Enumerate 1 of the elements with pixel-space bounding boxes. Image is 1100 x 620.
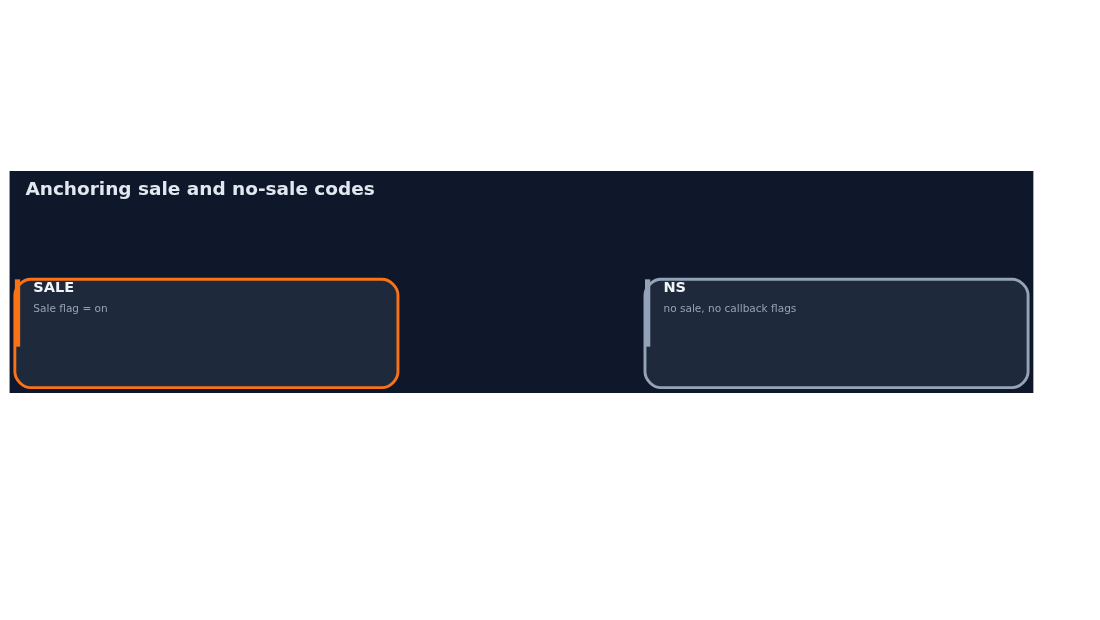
diagram-title: Anchoring sale and no-sale codes <box>25 177 375 199</box>
